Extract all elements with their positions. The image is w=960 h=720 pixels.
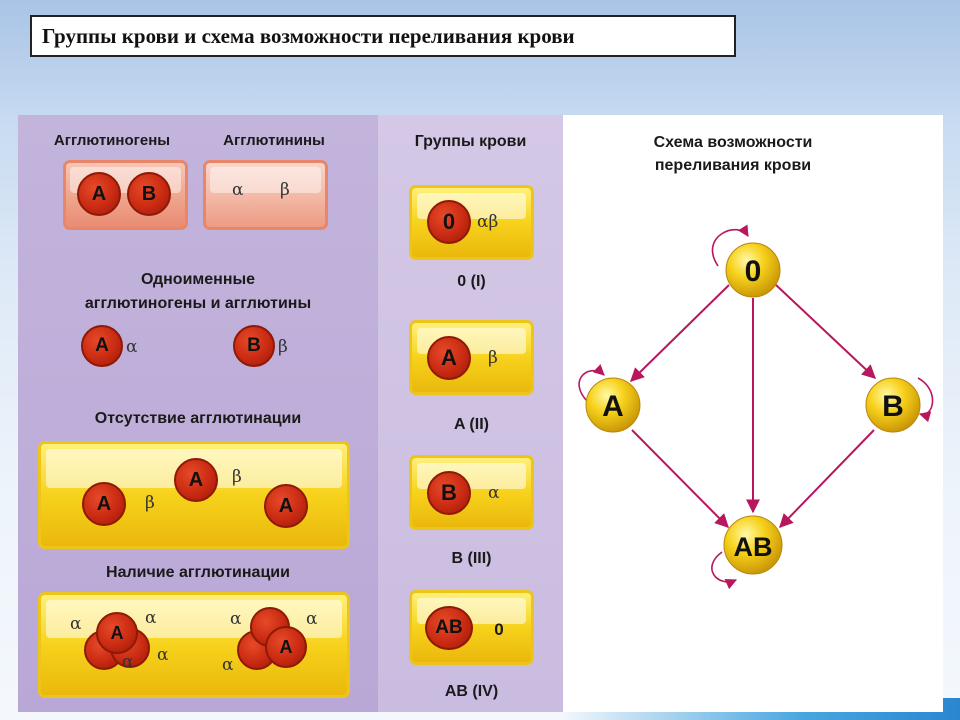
node-ab-ball bbox=[723, 515, 783, 575]
self-loop-b bbox=[917, 377, 934, 423]
no-agglutination-heading: Отсутствие агглютинации bbox=[94, 410, 302, 427]
clump1-alpha-1: α bbox=[70, 614, 82, 634]
slide-title: Группы крови и схема возможности перелив… bbox=[30, 15, 736, 57]
antigen-b-cell: B bbox=[127, 172, 171, 216]
node-b-ball bbox=[865, 377, 921, 433]
group-b-antibodies: α bbox=[488, 483, 500, 503]
no-agg-cell-a-1: A bbox=[82, 482, 126, 526]
clump2-alpha-2: α bbox=[306, 609, 318, 629]
blood-groups-heading: Группы крови bbox=[414, 133, 527, 150]
alpha-label: α bbox=[232, 180, 244, 200]
same-name-heading-1: Одноименные bbox=[140, 271, 256, 288]
no-agg-beta-1: β bbox=[145, 493, 155, 513]
agglutinins-tile bbox=[203, 160, 328, 230]
no-agg-cell-a-3: A bbox=[264, 484, 308, 528]
pair-b-cell: B bbox=[233, 325, 275, 367]
agglutinogens-heading: Агглютиногены bbox=[53, 132, 171, 149]
same-name-heading-2: агглютиногены и агглютины bbox=[84, 295, 312, 312]
group-0-cell: 0 bbox=[427, 200, 471, 244]
group-0-tile bbox=[409, 185, 534, 260]
pair-a-cell: A bbox=[81, 325, 123, 367]
clump1-cell-3: A bbox=[96, 612, 138, 654]
clump1-alpha-4: α bbox=[122, 652, 134, 672]
arrow-0-to-b bbox=[775, 284, 877, 379]
clump1-alpha-2: α bbox=[145, 608, 157, 628]
no-agg-cell-a-2: A bbox=[174, 458, 218, 502]
transfusion-scheme-title-1: Схема возможности bbox=[653, 134, 813, 151]
arrow-b-to-ab bbox=[779, 429, 875, 529]
no-agg-beta-2: β bbox=[232, 467, 242, 487]
node-a-ball bbox=[585, 377, 641, 433]
group-0-label: 0 (I) bbox=[457, 273, 486, 290]
node-a-label: A bbox=[602, 390, 624, 423]
clump2-alpha-3: α bbox=[222, 655, 234, 675]
node-b-label: B bbox=[882, 390, 904, 423]
clump2-cell-3: A bbox=[265, 626, 307, 668]
group-ab-antibodies: 0 bbox=[494, 620, 504, 639]
node-0-label: 0 bbox=[745, 255, 762, 288]
node-0-ball bbox=[725, 242, 781, 298]
group-ab-cell: AB bbox=[425, 606, 473, 650]
group-a-tile bbox=[409, 320, 534, 395]
group-a-label: A (II) bbox=[454, 416, 489, 433]
transfusion-scheme-title-2: переливания крови bbox=[654, 157, 812, 174]
beta-label: β bbox=[280, 180, 290, 200]
arrow-0-to-a bbox=[629, 284, 730, 382]
group-b-label: B (III) bbox=[451, 550, 492, 567]
clump1-alpha-3: α bbox=[157, 645, 169, 665]
self-loop-0 bbox=[711, 224, 749, 267]
node-ab-label: AB bbox=[734, 532, 773, 562]
group-ab-label: AB (IV) bbox=[444, 683, 499, 700]
agglutination-heading: Наличие агглютинации bbox=[106, 564, 290, 581]
antigen-a-cell: A bbox=[77, 172, 121, 216]
pair-alpha-label: α bbox=[126, 337, 138, 357]
group-b-cell: B bbox=[427, 471, 471, 515]
pair-beta-label: β bbox=[278, 337, 288, 357]
agglutinins-heading: Агглютинины bbox=[223, 132, 325, 149]
clump2-alpha-1: α bbox=[230, 609, 242, 629]
group-a-antibodies: β bbox=[488, 348, 498, 368]
group-0-antibodies: αβ bbox=[477, 212, 499, 232]
self-loop-a bbox=[578, 364, 605, 403]
group-a-cell: A bbox=[427, 336, 471, 380]
self-loop-ab bbox=[711, 551, 738, 590]
arrow-a-to-ab bbox=[631, 429, 729, 528]
